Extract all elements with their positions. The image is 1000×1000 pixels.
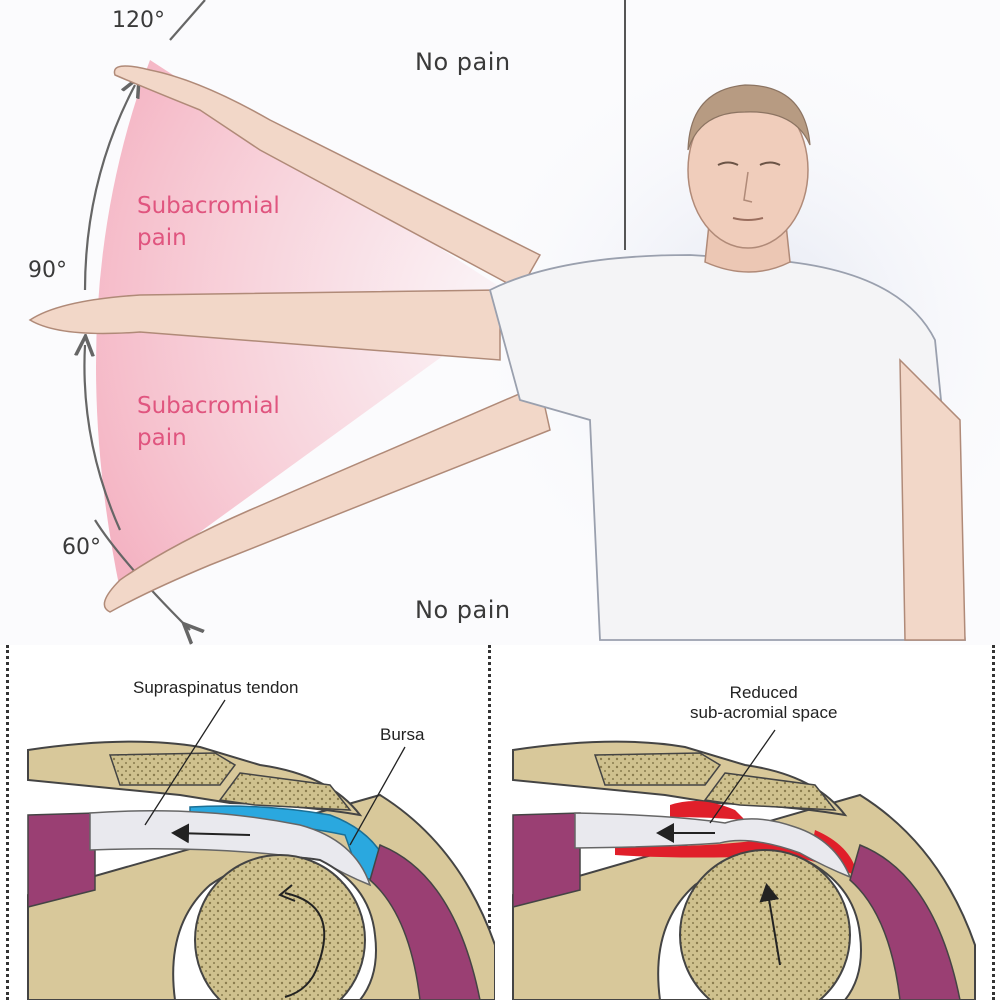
normal-shoulder-diagram: Supraspinatus tendon Bursa	[0, 645, 495, 1000]
figure-body	[488, 84, 966, 641]
pain-upper-line-2: pain	[137, 225, 187, 251]
humeral-head	[679, 849, 851, 1000]
inflamed-bursa-top	[670, 801, 745, 820]
pain-lower-line-2: pain	[137, 425, 187, 451]
tendon-leader-line	[144, 699, 226, 826]
tendon-arrow	[171, 823, 251, 844]
supraspinatus-tendon	[89, 809, 372, 887]
humeral-head	[194, 854, 366, 1000]
no-pain-upper-label: No pain	[415, 48, 511, 76]
rotation-arrowhead	[278, 884, 296, 902]
arm-60	[103, 383, 551, 613]
dotted-border-left	[6, 645, 9, 1000]
arm-120	[113, 65, 542, 292]
dotted-border-right	[992, 645, 995, 1000]
painful-arc-illustration: 120° 90° 60° No pain No pain Subacromial…	[0, 0, 1000, 645]
arc-segment-upper	[83, 85, 135, 291]
rotation-arrow	[284, 892, 326, 998]
normal-shoulder-figure	[27, 699, 495, 1000]
dotted-border-middle	[488, 645, 491, 1000]
arm-90	[28, 289, 501, 361]
pain-lower-label: Subacromial pain	[137, 390, 280, 454]
angle-120-label: 120°	[112, 8, 165, 33]
reduced-space-line-1: Reduced	[729, 683, 798, 702]
arc-segment-lower	[84, 345, 122, 531]
bursa-leader-line	[349, 746, 406, 846]
arc-segment-top	[169, 0, 206, 41]
reduced-space-label: Reduced sub-acromial space	[690, 683, 837, 723]
upward-migration-arrow	[759, 883, 781, 966]
clavicle-bone	[703, 772, 837, 811]
space-leader-line	[709, 729, 776, 824]
supraspinatus-muscle	[27, 812, 96, 908]
impingement-shoulder-diagram: Reduced sub-acromial space	[495, 645, 1000, 1000]
no-pain-lower-label: No pain	[415, 596, 511, 624]
angle-90-label: 90°	[28, 258, 67, 283]
pain-lower-line-1: Subacromial	[137, 393, 280, 419]
bursa-label: Bursa	[380, 725, 425, 744]
pain-upper-line-1: Subacromial	[137, 193, 280, 219]
reduced-space-line-2: sub-acromial space	[690, 703, 838, 722]
supraspinatus-tendon	[574, 812, 852, 879]
supraspinatus-muscle	[512, 812, 581, 908]
pain-upper-label: Subacromial pain	[137, 190, 280, 254]
acromion-bone	[108, 752, 237, 786]
impingement-shoulder-figure	[512, 729, 976, 1000]
clavicle-bone	[218, 772, 352, 811]
arc-segment-bottom	[94, 519, 190, 630]
painful-arc-figure	[0, 0, 1000, 645]
tendon-label: Supraspinatus tendon	[133, 678, 299, 697]
angle-60-label: 60°	[62, 535, 101, 560]
acromion-bone	[593, 752, 722, 786]
